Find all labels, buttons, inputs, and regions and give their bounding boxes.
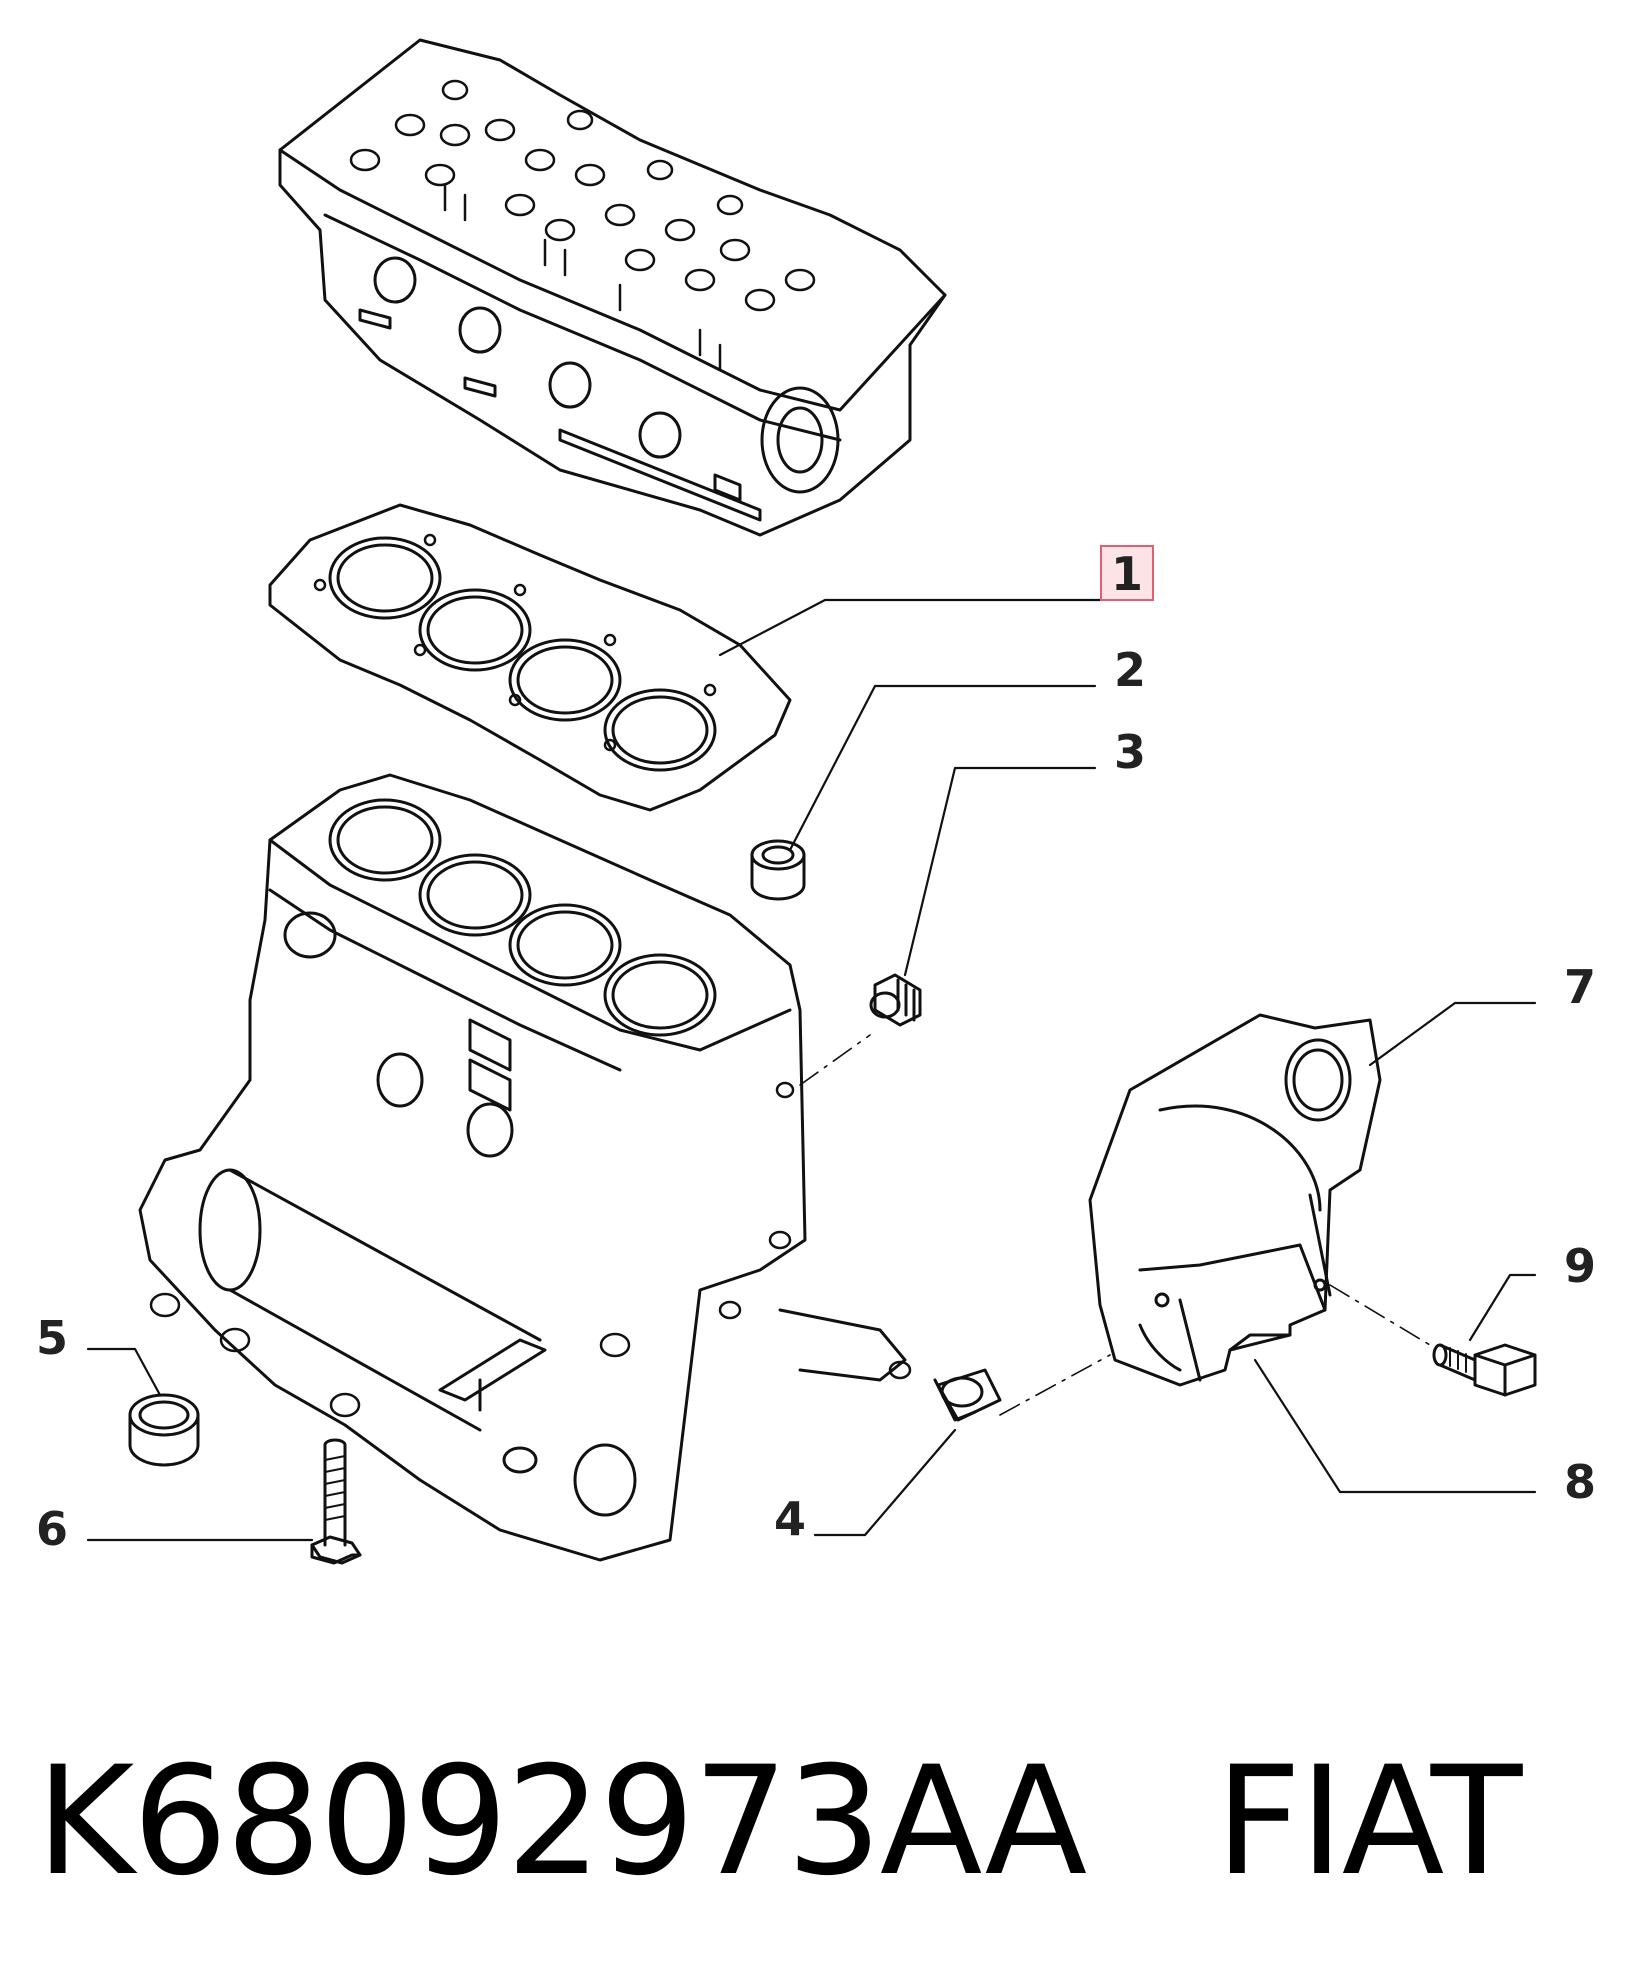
callout-3[interactable]: 3 <box>1114 725 1146 779</box>
bushing-5 <box>128 1393 200 1467</box>
threaded-plug <box>869 973 922 1027</box>
leader-line-3 <box>903 766 1097 977</box>
bushing-4 <box>933 1368 1002 1422</box>
callout-4[interactable]: 4 <box>774 1492 806 1546</box>
leader-line-5 <box>86 1347 162 1397</box>
leader-line-4 <box>813 1428 957 1537</box>
cylinder-head <box>278 38 947 537</box>
callout-9[interactable]: 9 <box>1564 1239 1596 1293</box>
flange-bolt-9 <box>1432 1343 1537 1397</box>
rear-cover-plate <box>1088 1013 1382 1387</box>
leader-line-7 <box>1368 1001 1537 1067</box>
part-number: K68092973AA <box>36 1735 1087 1909</box>
brand-name: FIAT <box>1215 1735 1522 1909</box>
leader-line-8 <box>1253 1358 1537 1494</box>
callout-7[interactable]: 7 <box>1564 960 1596 1014</box>
leader-line-9 <box>1468 1273 1537 1342</box>
callout-6[interactable]: 6 <box>36 1502 68 1556</box>
part-caption: K68092973AA FIAT <box>36 1735 1522 1909</box>
callout-1-highlight <box>1100 545 1154 601</box>
callout-5[interactable]: 5 <box>36 1311 68 1365</box>
bolt-6 <box>310 1438 362 1565</box>
leader-line-2 <box>788 684 1097 852</box>
callout-8[interactable]: 8 <box>1564 1455 1596 1509</box>
dowel-bushing <box>750 839 806 901</box>
leader-line-1 <box>718 598 1102 657</box>
engine-block <box>138 773 912 1562</box>
callout-1[interactable]: 1 <box>1111 547 1143 601</box>
callout-2[interactable]: 2 <box>1114 643 1146 697</box>
head-gasket <box>268 503 792 812</box>
